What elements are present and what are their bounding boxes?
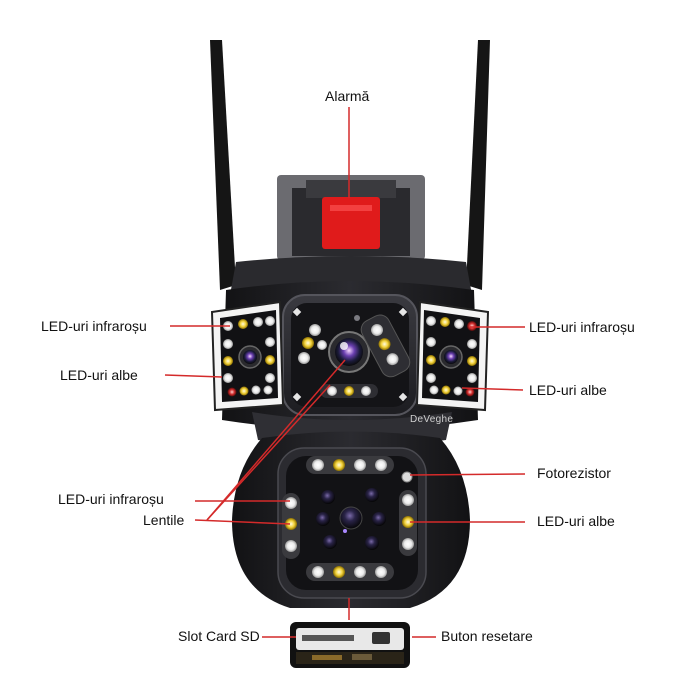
- label-ir-left: LED-uri infraroșu: [41, 318, 147, 334]
- left-side-panel: [210, 300, 285, 412]
- leader-lines: [164, 107, 526, 638]
- left-antenna: [210, 40, 236, 290]
- label-ir-right: LED-uri infraroșu: [529, 319, 635, 335]
- label-photoresistor: Fotorezistor: [537, 465, 611, 481]
- alarm-siren: [322, 197, 380, 249]
- right-antenna: [466, 40, 490, 290]
- label-reset: Buton resetare: [441, 628, 533, 644]
- lens-cluster: [316, 488, 386, 550]
- label-lenses: Lentile: [143, 512, 185, 528]
- label-sd-slot: Slot Card SD: [178, 628, 260, 644]
- label-white-left: LED-uri albe: [60, 367, 138, 383]
- right-side-panel: [415, 300, 490, 412]
- label-white-right: LED-uri albe: [529, 382, 607, 398]
- brand-text: DeVeghe: [410, 414, 454, 425]
- label-ir-lower: LED-uri infraroșu: [58, 491, 164, 507]
- label-alarm: Alarmă: [325, 88, 370, 104]
- label-white-lower: LED-uri albe: [537, 513, 615, 529]
- photoresistor: [401, 471, 413, 483]
